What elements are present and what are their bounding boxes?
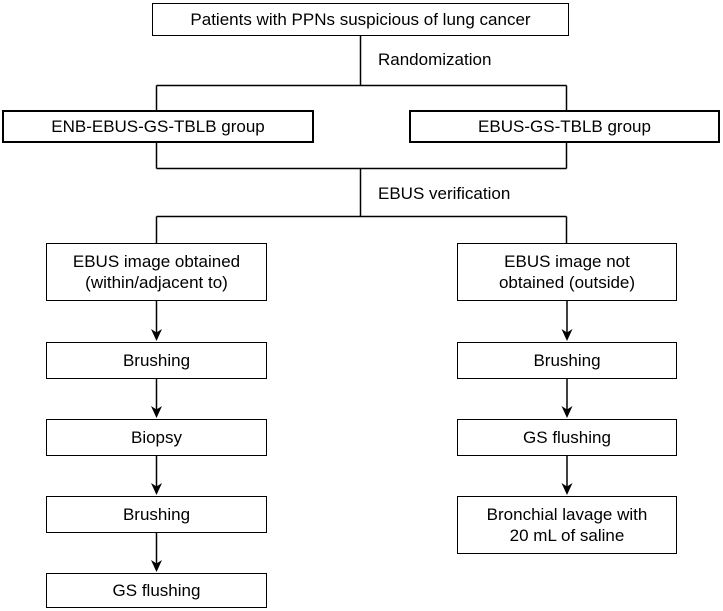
ebus-verification-label: EBUS verification [378,184,511,203]
left-step-gs-flushing-box: GS flushing [46,573,267,608]
enb-ebus-gs-tblb-group-label: ENB-EBUS-GS-TBLB group [51,117,265,136]
left-step-brushing-1-label: Brushing [122,351,191,370]
flow-arrow-down [151,379,162,418]
ebus-image-obtained-box: EBUS image obtained (within/adjacent to) [46,243,267,301]
left-step-brushing-2-box: Brushing [46,496,267,533]
right-step-gs-flushing-label: GS flushing [523,428,611,447]
patients-box: Patients with PPNs suspicious of lung ca… [152,3,569,36]
left-step-brushing-2-label: Brushing [122,505,191,524]
bronchial-lavage-line2: 20 mL of saline [509,526,625,545]
left-step-gs-flushing-label: GS flushing [112,581,201,600]
left-step-biopsy-box: Biopsy [46,419,267,456]
left-step-biopsy-label: Biopsy [130,428,183,447]
ebus-image-not-obtained-line2: obtained (outside) [498,273,636,292]
left-step-brushing-1-box: Brushing [46,342,267,379]
enb-ebus-gs-tblb-group-box: ENB-EBUS-GS-TBLB group [2,110,314,143]
ebus-image-not-obtained-line1: EBUS image not [504,252,630,271]
right-step-brushing-box: Brushing [457,342,677,379]
right-step-gs-flushing-box: GS flushing [457,419,677,456]
flow-arrow-down [151,533,162,572]
flow-arrow-down [561,379,573,418]
ebus-image-obtained-line2: (within/adjacent to) [85,273,228,292]
bronchial-lavage-line1: Bronchial lavage with [486,505,648,524]
right-step-brushing-label: Brushing [533,351,601,370]
ebus-image-not-obtained-box: EBUS image not obtained (outside) [457,243,677,301]
ebus-gs-tblb-group-label: EBUS-GS-TBLB group [478,117,651,136]
flow-arrow-down [151,456,162,495]
plain-connectors [155,36,568,243]
flow-arrow-down [151,301,162,341]
flow-arrow-down [561,456,573,495]
randomization-label: Randomization [378,50,492,69]
ebus-image-obtained-line1: EBUS image obtained [72,252,241,271]
ebus-gs-tblb-group-box: EBUS-GS-TBLB group [409,110,720,143]
flow-arrow-down [561,301,573,341]
bronchial-lavage-box: Bronchial lavage with 20 mL of saline [457,496,677,554]
patients-box-label: Patients with PPNs suspicious of lung ca… [190,10,531,29]
